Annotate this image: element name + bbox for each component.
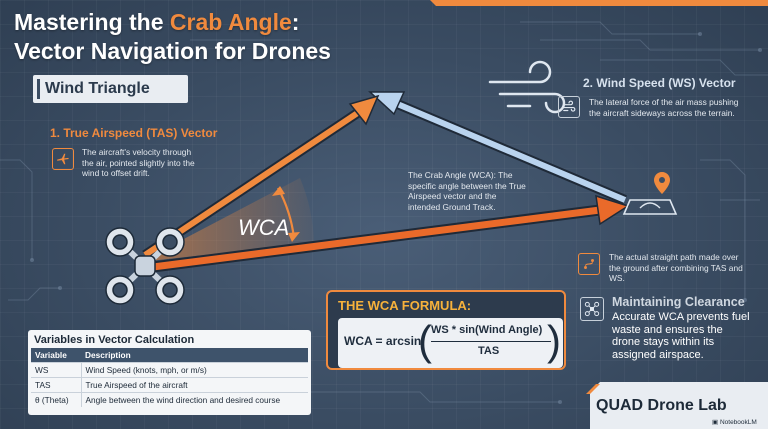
maintaining-description: Accurate WCA prevents fuel waste and ens… <box>612 311 750 361</box>
drone-small-icon <box>580 297 604 321</box>
airplane-icon <box>52 148 74 170</box>
variables-table-panel: Variables in Vector Calculation Variable… <box>28 330 311 415</box>
maintaining-title: Maintaining Clearance <box>612 295 745 309</box>
drone-icon <box>105 227 185 305</box>
table-row: WS Wind Speed (knots, mph, or m/s) <box>31 362 308 378</box>
page-title: Mastering the Crab Angle: Vector Navigat… <box>14 9 331 64</box>
variables-title: Variables in Vector Calculation <box>34 334 195 346</box>
notebooklm-watermark: ▣ NotebookLM <box>712 419 757 426</box>
tas-vector-arrow <box>143 107 364 258</box>
formula-fraction-line <box>431 341 551 343</box>
formula-numerator: WS * sin(Wind Angle) <box>431 324 543 336</box>
corner-band-top <box>430 0 768 6</box>
ground-track-head <box>595 194 630 226</box>
wind-triangle-label: Wind Triangle <box>33 75 188 103</box>
column-header-variable: Variable <box>31 348 81 363</box>
ground-track-arrow <box>144 206 601 272</box>
tas-description: The aircraft's velocity through the air,… <box>82 147 195 178</box>
wca-formula-box: THE WCA FORMULA: WCA = arcsin ( WS * sin… <box>326 290 566 370</box>
ws-section-title: 2. Wind Speed (WS) Vector <box>583 76 736 90</box>
variables-table: Variable Description WS Wind Speed (knot… <box>31 348 308 407</box>
tas-arrow-head <box>348 94 380 126</box>
ws-arrow-head <box>368 91 406 116</box>
ground-track-note: The actual straight path made over the g… <box>609 252 743 283</box>
formula-left-paren: ( <box>418 317 432 364</box>
formula-title: THE WCA FORMULA: <box>338 298 472 313</box>
crab-angle-note: The Crab Angle (WCA): The specific angle… <box>408 170 526 212</box>
column-header-description: Description <box>81 348 308 363</box>
brand-logo: QUAD Drone Lab <box>596 397 727 414</box>
circuit-lines <box>0 21 768 403</box>
tas-section-title: 1. True Airspeed (TAS) Vector <box>50 126 218 140</box>
wind-icon <box>558 96 580 118</box>
wind-gust-icon <box>488 60 566 114</box>
formula-body: WCA = arcsin ( WS * sin(Wind Angle) TAS … <box>338 318 563 368</box>
map-pin-icon <box>622 172 678 215</box>
formula-denominator: TAS <box>478 345 500 357</box>
route-icon <box>578 253 600 275</box>
brand-panel <box>590 382 768 429</box>
formula-right-paren: ) <box>547 317 561 364</box>
formula-lhs: WCA = arcsin <box>344 334 422 348</box>
table-row: TAS True Airspeed of the aircraft <box>31 377 308 393</box>
ws-vector-arrow <box>393 100 627 203</box>
ws-description: The lateral force of the air mass pushin… <box>589 97 739 118</box>
wca-label: WCA <box>238 215 290 240</box>
table-row: θ (Theta) Angle between the wind directi… <box>31 392 308 407</box>
